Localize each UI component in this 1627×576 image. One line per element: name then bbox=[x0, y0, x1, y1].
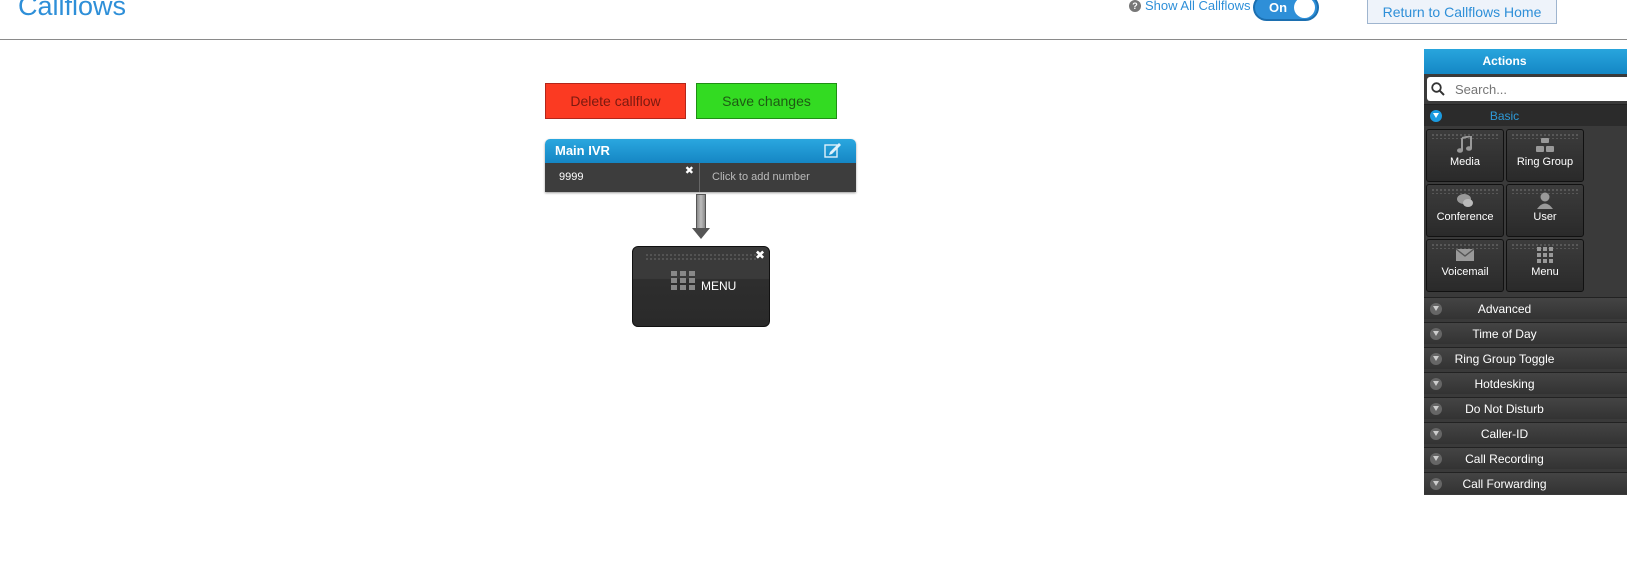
tile-grip bbox=[1431, 188, 1499, 194]
section-label: Ring Group Toggle bbox=[1454, 352, 1555, 366]
chevron-down-icon bbox=[1430, 303, 1442, 315]
section-call-forwarding[interactable]: Call Forwarding bbox=[1424, 472, 1627, 494]
section-caller-id[interactable]: Caller-ID bbox=[1424, 422, 1627, 444]
menu-node-grip[interactable] bbox=[645, 253, 757, 261]
section-basic[interactable]: Basic bbox=[1424, 104, 1627, 126]
toggle-knob bbox=[1294, 0, 1315, 18]
chevron-down-icon bbox=[1430, 110, 1442, 122]
tile-grip bbox=[1511, 243, 1579, 249]
section-label: Call Forwarding bbox=[1462, 477, 1547, 491]
search-icon bbox=[1431, 82, 1445, 96]
menu-node[interactable]: ✖ MENU bbox=[632, 246, 770, 327]
conference-icon bbox=[1457, 194, 1473, 207]
action-tile-menu[interactable]: Menu bbox=[1506, 239, 1584, 292]
section-basic-label: Basic bbox=[1489, 109, 1520, 123]
number-entry[interactable]: 9999 ✖ bbox=[545, 163, 700, 192]
action-tile-voicemail[interactable]: Voicemail bbox=[1426, 239, 1504, 292]
callflow-root-node[interactable]: Main IVR 9999 ✖ Click to add number bbox=[545, 139, 856, 192]
action-tile-user[interactable]: User bbox=[1506, 184, 1584, 237]
chevron-down-icon bbox=[1430, 353, 1442, 365]
tile-label: User bbox=[1533, 211, 1557, 223]
chevron-down-icon bbox=[1430, 378, 1442, 390]
chevron-down-icon bbox=[1430, 453, 1442, 465]
tile-grip bbox=[1511, 133, 1579, 139]
section-hotdesking[interactable]: Hotdesking bbox=[1424, 372, 1627, 394]
show-all-label: Show All Callflows bbox=[1145, 0, 1251, 13]
section-label: Caller-ID bbox=[1480, 427, 1529, 441]
keypad-icon bbox=[1537, 247, 1553, 263]
chevron-down-icon bbox=[1430, 328, 1442, 340]
chevron-down-icon bbox=[1430, 403, 1442, 415]
user-icon bbox=[1537, 192, 1553, 209]
tile-label: Conference bbox=[1436, 211, 1494, 223]
flow-arrow-head bbox=[692, 228, 710, 239]
menu-node-label: MENU bbox=[701, 279, 737, 293]
show-all-callflows[interactable]: ? Show All Callflows bbox=[1129, 0, 1251, 13]
section-ring-group-toggle[interactable]: Ring Group Toggle bbox=[1424, 347, 1627, 369]
number-value: 9999 bbox=[559, 171, 584, 183]
toggle-label: On bbox=[1269, 0, 1288, 15]
tile-grip bbox=[1511, 188, 1579, 194]
section-label: Advanced bbox=[1477, 302, 1532, 316]
root-node-title: Main IVR bbox=[555, 143, 610, 158]
root-node-header: Main IVR bbox=[545, 139, 856, 163]
save-changes-button[interactable]: Save changes bbox=[696, 83, 837, 119]
phones-icon bbox=[1536, 138, 1554, 152]
actions-search[interactable] bbox=[1427, 77, 1627, 101]
tile-label: Ring Group bbox=[1516, 156, 1574, 168]
tile-grip bbox=[1431, 243, 1499, 249]
return-to-callflows-home-button[interactable]: Return to Callflows Home bbox=[1367, 0, 1557, 24]
section-do-not-disturb[interactable]: Do Not Disturb bbox=[1424, 397, 1627, 419]
section-label: Call Recording bbox=[1465, 452, 1544, 466]
remove-node-icon[interactable]: ✖ bbox=[754, 248, 765, 262]
tile-grip bbox=[1431, 133, 1499, 139]
tile-label: Voicemail bbox=[1441, 266, 1489, 278]
root-node-numbers: 9999 ✖ Click to add number bbox=[545, 163, 856, 192]
tile-label: Media bbox=[1450, 156, 1480, 168]
chevron-down-icon bbox=[1430, 478, 1442, 490]
section-label: Do Not Disturb bbox=[1465, 402, 1544, 416]
search-input[interactable] bbox=[1453, 80, 1613, 98]
remove-number-icon[interactable]: ✖ bbox=[684, 165, 694, 177]
tile-label: Menu bbox=[1531, 266, 1559, 278]
section-advanced[interactable]: Advanced bbox=[1424, 297, 1627, 319]
action-tile-conference[interactable]: Conference bbox=[1426, 184, 1504, 237]
section-label: Hotdesking bbox=[1474, 377, 1535, 391]
music-note-icon bbox=[1457, 136, 1472, 153]
show-all-toggle[interactable]: On bbox=[1253, 0, 1319, 21]
delete-callflow-button[interactable]: Delete callflow bbox=[545, 83, 686, 119]
envelope-icon bbox=[1455, 248, 1475, 261]
chevron-down-icon bbox=[1430, 428, 1442, 440]
add-number-link[interactable]: Click to add number bbox=[712, 171, 810, 183]
flow-arrow-shaft bbox=[696, 194, 706, 230]
action-tile-media[interactable]: Media bbox=[1426, 129, 1504, 182]
edit-icon[interactable] bbox=[824, 142, 842, 158]
section-call-recording[interactable]: Call Recording bbox=[1424, 447, 1627, 469]
help-icon[interactable]: ? bbox=[1129, 0, 1141, 12]
page-header: Callflows ? Show All Callflows On Return… bbox=[0, 0, 1627, 40]
section-label: Time of Day bbox=[1472, 327, 1537, 341]
page-title: Callflows bbox=[18, 0, 127, 21]
actions-title: Actions bbox=[1424, 49, 1627, 74]
action-tile-ring-group[interactable]: Ring Group bbox=[1506, 129, 1584, 182]
section-time-of-day[interactable]: Time of Day bbox=[1424, 322, 1627, 344]
actions-panel: Actions Basic Media Ring Group bbox=[1424, 49, 1627, 495]
keypad-icon bbox=[671, 271, 695, 290]
